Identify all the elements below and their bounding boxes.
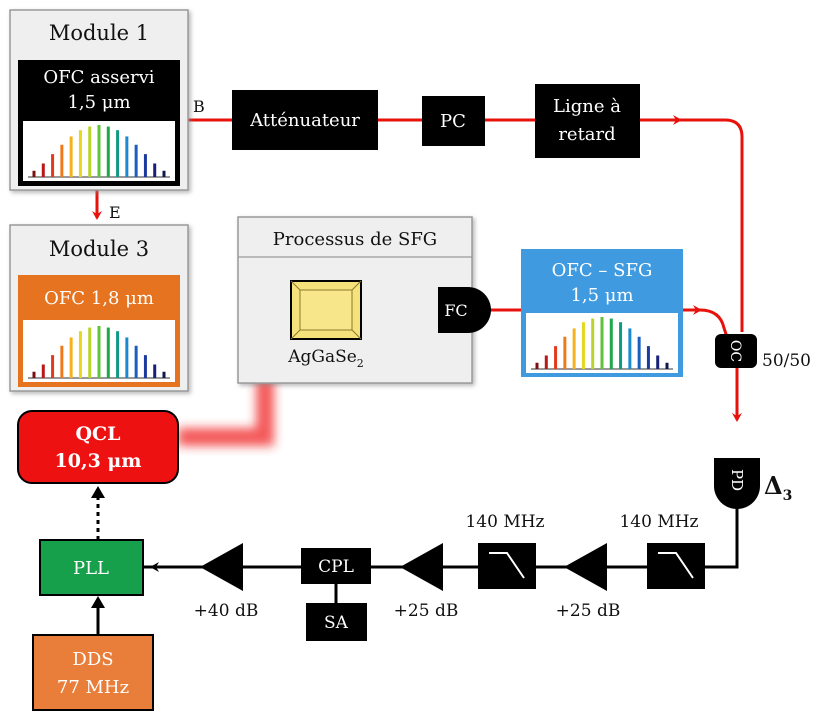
lowpass-filter-1 <box>647 543 705 589</box>
module-3-title: Module 3 <box>49 237 149 261</box>
delta-3-label: Δ3 <box>764 471 792 504</box>
amplifier-3 <box>200 543 243 591</box>
crystal-label: AgGaSe2 <box>287 347 364 370</box>
cpl-label: CPL <box>318 557 354 577</box>
delay-line-label-2: retard <box>558 124 615 145</box>
sfg-process: Processus de SFG AgGaSe2 FC <box>237 216 491 384</box>
electronic-chain: CPL SA <box>143 506 739 641</box>
pll-to-qcl-arrowhead <box>91 486 105 498</box>
module-3: Module 3 OFC 1,8 μm <box>9 224 189 392</box>
module-1-title: Module 1 <box>49 21 149 45</box>
pc-label: PC <box>440 111 466 132</box>
oc-label: OC <box>727 340 743 362</box>
qcl-block <box>17 410 179 484</box>
sfg-title: Processus de SFG <box>273 229 437 250</box>
qcl-label-2: 10,3 μm <box>55 450 142 472</box>
pc-block <box>422 96 485 146</box>
port-e-label: E <box>109 203 121 222</box>
ofc-asservi-label-line2: 1,5 μm <box>67 92 130 113</box>
filter-1-symbol <box>658 552 694 579</box>
photodiode-pd <box>714 458 760 509</box>
qcl-label-1: QCL <box>75 423 120 445</box>
ofc-sfg-label-line1: OFC – SFG <box>552 260 653 281</box>
ofc-sfg-label-line2: 1,5 μm <box>570 285 633 306</box>
attenuator-label: Atténuateur <box>249 110 360 131</box>
ofc-sfg-spectrum <box>531 317 673 370</box>
filter-2-freq: 140 MHz <box>465 512 544 532</box>
amp-3-gain: +40 dB <box>194 601 259 621</box>
oc-block <box>715 334 757 368</box>
dds-label-2: 77 MHz <box>57 677 129 698</box>
amplifier-1 <box>564 543 607 591</box>
fiber-coupler-fc <box>438 287 491 333</box>
delay-line-label-1: Ligne à <box>553 96 621 117</box>
oc-ratio-label: 50/50 <box>762 351 811 371</box>
optical-fiber-paths <box>92 115 744 422</box>
ofc-asservi-label-line1: OFC asservi <box>43 67 154 88</box>
sa-block <box>306 603 367 641</box>
ofc-sfg: OFC – SFG 1,5 μm <box>521 249 683 377</box>
ofc-asservi-spectrum <box>28 125 170 178</box>
ofc-1-8-spectrum <box>28 326 170 379</box>
amp-1-gain: +25 dB <box>556 601 621 621</box>
dds-label-1: DDS <box>72 649 113 670</box>
cpl-block <box>301 548 371 584</box>
amplifier-2 <box>400 543 443 591</box>
filter-2-symbol <box>489 552 525 579</box>
lowpass-filter-2 <box>478 543 536 589</box>
filter-1-freq: 140 MHz <box>619 512 698 532</box>
fc-label: FC <box>444 301 467 320</box>
dds-to-pll-arrowhead <box>91 596 105 608</box>
attenuator-block <box>232 90 378 150</box>
port-b-label: B <box>193 97 205 116</box>
dds-block <box>32 634 154 711</box>
sa-label: SA <box>324 613 349 633</box>
module-1: Module 1 OFC asservi 1,5 μm <box>9 9 189 191</box>
delay-line-block <box>535 84 640 158</box>
pll-label: PLL <box>73 558 109 579</box>
amp-2-gain: +25 dB <box>394 601 459 621</box>
pll-block <box>39 539 144 596</box>
pd-label: PD <box>728 469 746 491</box>
agsgase2-crystal <box>290 280 362 340</box>
fiber-delay-to-oc <box>640 118 744 332</box>
ofc-1-8-label: OFC 1,8 μm <box>44 288 154 309</box>
